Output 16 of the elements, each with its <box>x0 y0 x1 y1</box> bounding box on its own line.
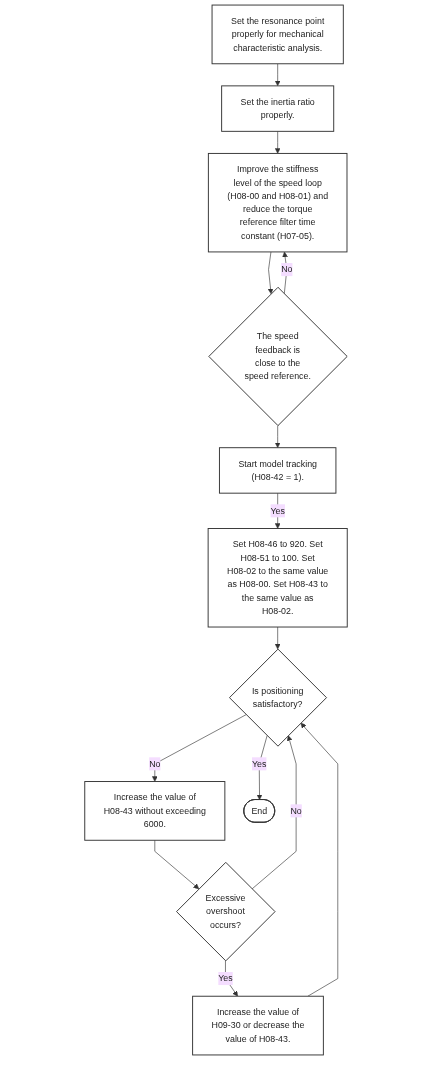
edge-label: Yes <box>252 758 267 769</box>
node-box: Set H08-46 to 920. Set H08-51 to 100. Set H08-02 to the same value as H08-00. Set H08-43 to the same value as H08-02. <box>207 528 348 628</box>
node-diamond: Excessive overshoot occurs? <box>176 861 276 962</box>
edge-label: No <box>149 758 161 769</box>
edge-label: No <box>290 805 302 816</box>
edge-label: No <box>281 264 293 275</box>
node-box: Increase the value of H09-30 or decrease the value of H08-43. <box>192 995 324 1056</box>
node-diamond: Is positioning satisfactory? <box>229 648 327 747</box>
node-box: Increase the value of H08-43 without exceeding 6000. <box>84 781 226 841</box>
edge-label: Yes <box>270 505 285 516</box>
node-box: Set the resonance point properly for mechanical characteristic analysis. <box>211 4 344 65</box>
node-diamond: The speed feedback is close to the speed reference. <box>208 286 348 427</box>
node-box: Improve the stiffness level of the speed loop (H08-00 and H08-01) and reduce the torque reference filter time constant (H07-05). <box>207 152 348 253</box>
node-box: Set the inertia ratio properly. <box>221 85 335 132</box>
edge-label: Yes <box>218 973 233 984</box>
node-box: Start model tracking (H08-42 = 1). <box>218 447 337 494</box>
